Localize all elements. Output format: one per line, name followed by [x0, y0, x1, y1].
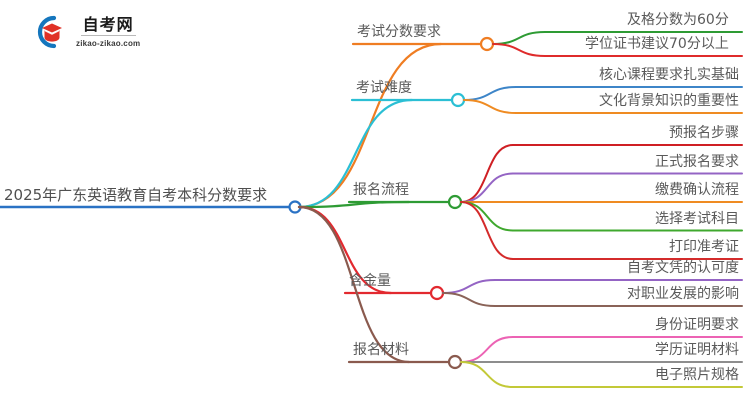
root-node-label[interactable]: 2025年广东英语教育自考本科分数要求	[4, 186, 268, 204]
connector-curve	[460, 361, 514, 388]
leaf-label-5-3[interactable]: 电子照片规格	[655, 367, 739, 383]
connector-curve	[460, 201, 514, 232]
logo-cn-text: 自考网	[80, 14, 136, 36]
logo-en-text: zikao-zikao.com	[76, 38, 141, 48]
node-dot[interactable]	[450, 92, 466, 108]
leaf-label-3-3[interactable]: 缴费确认流程	[655, 182, 739, 198]
connector-curve	[460, 172, 514, 203]
node-dot[interactable]	[429, 285, 445, 301]
branch-label-5[interactable]: 报名材料	[353, 342, 409, 358]
connector-curve	[460, 336, 514, 363]
connector-curve	[460, 144, 514, 203]
leaf-label-4-1[interactable]: 自考文凭的认可度	[627, 260, 739, 276]
branch-label-3[interactable]: 报名流程	[353, 182, 409, 198]
node-dot[interactable]	[479, 36, 495, 52]
node-dot[interactable]	[447, 194, 463, 210]
leaf-label-3-5[interactable]: 打印准考证	[669, 239, 739, 255]
leaf-label-5-2[interactable]: 学历证明材料	[655, 342, 739, 358]
connector-curve	[492, 43, 546, 57]
logo-graduation-icon	[37, 15, 62, 49]
leaf-label-3-4[interactable]: 选择考试科目	[655, 210, 739, 227]
leaf-label-5-1[interactable]: 身份证明要求	[655, 317, 739, 333]
branch-label-1[interactable]: 考试分数要求	[357, 24, 441, 40]
leaf-label-3-2[interactable]: 正式报名要求	[655, 153, 739, 170]
branch-label-4[interactable]: 含金量	[349, 273, 391, 289]
logo-mark	[28, 13, 72, 51]
connector-curve	[297, 200, 411, 209]
connector-curve	[460, 201, 514, 260]
logo-wordmark: 自考网 zikao-zikao.com	[76, 16, 140, 49]
connector-curve	[442, 292, 496, 307]
leaf-label-4-2[interactable]: 对职业发展的影响	[627, 286, 739, 302]
leaf-label-2-1[interactable]: 核心课程要求扎实基础	[599, 67, 739, 83]
branch-label-2[interactable]: 考试难度	[356, 80, 412, 96]
leaf-label-3-1[interactable]: 预报名步骤	[669, 125, 739, 141]
leaf-label-2-2[interactable]: 文化背景知识的重要性	[599, 93, 739, 109]
connector-curve	[463, 86, 517, 101]
node-dot[interactable]	[447, 354, 463, 370]
node-dot[interactable]	[288, 200, 302, 214]
connector-curve	[492, 31, 546, 45]
leaf-label-1-1[interactable]: 及格分数为60分	[627, 12, 729, 28]
leaf-label-1-2[interactable]: 学位证书建议70分以上	[585, 36, 729, 52]
connector-curve	[463, 99, 517, 114]
site-logo[interactable]: 自考网 zikao-zikao.com	[28, 12, 188, 52]
connector-curve	[442, 279, 496, 294]
